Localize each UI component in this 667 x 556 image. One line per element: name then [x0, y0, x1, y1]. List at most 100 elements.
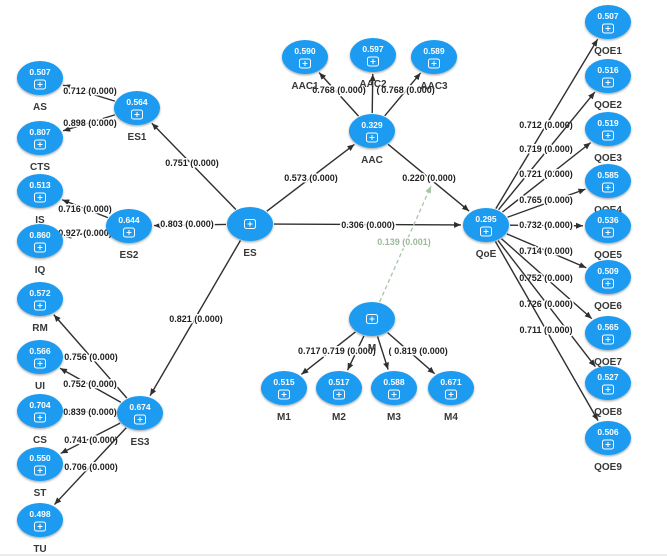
expand-plus-icon[interactable] — [388, 389, 400, 400]
node-ellipse-M4[interactable] — [428, 371, 474, 405]
expand-plus-icon[interactable] — [34, 300, 46, 311]
expand-plus-icon[interactable] — [299, 58, 311, 69]
node-M[interactable]: M — [349, 302, 395, 354]
path-QoE-QOE4[interactable] — [507, 188, 586, 218]
expand-plus-icon[interactable] — [123, 227, 135, 238]
path-M-M1[interactable] — [300, 331, 356, 375]
node-ellipse-QOE8[interactable] — [585, 366, 631, 400]
node-ellipse-QOE6[interactable] — [585, 260, 631, 294]
path-ES-ES1[interactable] — [151, 122, 237, 210]
path-ES-AAC[interactable] — [266, 143, 355, 212]
path-ES2-IS[interactable] — [61, 199, 109, 219]
node-ellipse-QOE5[interactable] — [585, 209, 631, 243]
expand-plus-icon[interactable] — [480, 226, 492, 237]
path-QoE-QOE2[interactable] — [498, 91, 596, 211]
node-ellipse-CS[interactable] — [17, 394, 63, 428]
node-ellipse-ES1[interactable] — [114, 91, 160, 125]
expand-plus-icon[interactable] — [34, 79, 46, 90]
path-AAC-AAC2[interactable] — [369, 73, 376, 114]
node-ellipse-IQ[interactable] — [17, 224, 63, 258]
expand-plus-icon[interactable] — [602, 130, 614, 141]
expand-plus-icon[interactable] — [366, 314, 378, 324]
expand-plus-icon[interactable] — [34, 412, 46, 423]
node-ellipse-QoE[interactable] — [463, 208, 509, 242]
node-ellipse-AAC[interactable] — [349, 114, 395, 148]
node-ellipse-QOE4[interactable] — [585, 164, 631, 198]
expand-plus-icon[interactable] — [602, 227, 614, 238]
node-ellipse-RM[interactable] — [17, 282, 63, 316]
path-AAC-AAC3[interactable] — [384, 72, 422, 117]
path-QoE-QOE7[interactable] — [501, 238, 593, 320]
node-QOE4[interactable]: 0.585QOE4 — [585, 164, 631, 216]
expand-plus-icon[interactable] — [34, 521, 46, 532]
node-ellipse-UI[interactable] — [17, 340, 63, 374]
path-M-moderation[interactable] — [378, 185, 432, 303]
node-ellipse-M2[interactable] — [316, 371, 362, 405]
path-QoE-QOE3[interactable] — [502, 142, 592, 213]
expand-plus-icon[interactable] — [602, 384, 614, 395]
path-ES3-CS[interactable] — [64, 408, 117, 415]
path-ES-QoE[interactable] — [273, 221, 462, 228]
node-ellipse-IS[interactable] — [17, 174, 63, 208]
expand-plus-icon[interactable] — [34, 139, 46, 150]
node-ellipse-QOE7[interactable] — [585, 316, 631, 350]
path-M-M4[interactable] — [387, 332, 436, 375]
expand-plus-icon[interactable] — [134, 414, 146, 425]
path-QoE-QOE8[interactable] — [497, 240, 596, 368]
node-ellipse-QOE2[interactable] — [585, 59, 631, 93]
expand-plus-icon[interactable] — [366, 132, 378, 143]
path-QoE-QOE1[interactable] — [495, 38, 599, 209]
expand-plus-icon[interactable] — [602, 334, 614, 345]
node-ellipse-M3[interactable] — [371, 371, 417, 405]
path-QoE-QOE5[interactable] — [509, 222, 584, 229]
node-ellipse-ES2[interactable] — [106, 209, 152, 243]
path-ES1-CTS[interactable] — [62, 114, 116, 132]
path-ES-ES3[interactable] — [149, 240, 242, 397]
expand-plus-icon[interactable] — [602, 278, 614, 289]
path-ES-ES2[interactable] — [153, 222, 227, 229]
node-ellipse-CTS[interactable] — [17, 121, 63, 155]
node-ellipse-AAC1[interactable] — [282, 40, 328, 74]
expand-plus-icon[interactable] — [602, 182, 614, 193]
path-M-M2[interactable] — [346, 335, 365, 371]
expand-plus-icon[interactable] — [34, 192, 46, 203]
path-QoE-QOE6[interactable] — [506, 233, 587, 269]
node-ellipse-QOE9[interactable] — [585, 421, 631, 455]
node-ES[interactable]: ES — [227, 207, 273, 259]
node-ellipse-AAC3[interactable] — [411, 40, 457, 74]
path-ES2-IQ[interactable] — [64, 229, 106, 239]
expand-plus-icon[interactable] — [131, 109, 143, 120]
path-AAC-AAC1[interactable] — [318, 72, 360, 117]
node-ellipse-AAC2[interactable] — [350, 38, 396, 72]
path-ES1-AS[interactable] — [62, 84, 116, 102]
expand-plus-icon[interactable] — [602, 439, 614, 450]
path-ES3-TU[interactable] — [53, 427, 127, 506]
expand-plus-icon[interactable] — [34, 465, 46, 476]
node-ellipse-ST[interactable] — [17, 447, 63, 481]
node-ellipse-QOE1[interactable] — [585, 5, 631, 39]
expand-plus-icon[interactable] — [278, 389, 290, 400]
